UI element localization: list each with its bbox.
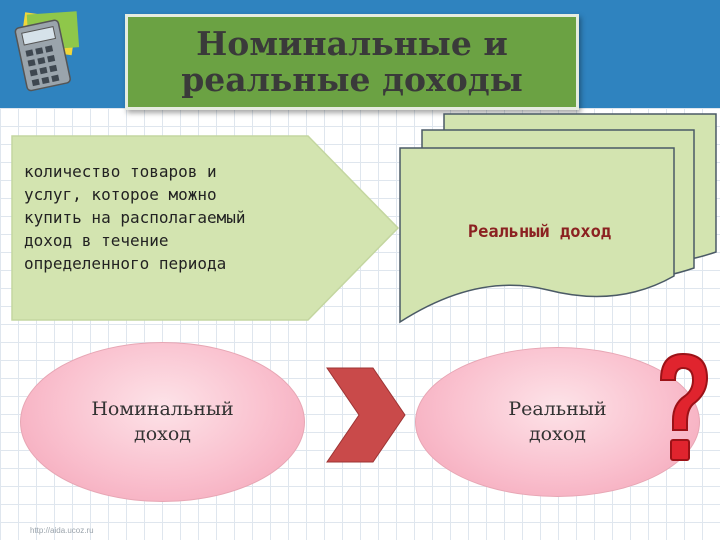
document-label: Реальный доход [467, 222, 612, 242]
oval-text: доход [134, 423, 191, 445]
footer-url: http://aida.ucoz.ru [30, 526, 94, 535]
definition-line: количество товаров и [24, 162, 217, 181]
title-line-1: Номинальные и [196, 24, 508, 64]
document-stack-shape [399, 113, 717, 324]
oval-text: доход [528, 423, 586, 445]
title-box [125, 14, 579, 110]
title-line-2: реальные доходы [181, 60, 523, 99]
chevron-right-icon [326, 367, 406, 463]
definition-line: услуг, которое можно [24, 185, 217, 204]
definition-line: определенного периода [24, 254, 227, 273]
oval-text: Номинальный [91, 398, 234, 421]
definition-arrow-shape [11, 135, 400, 321]
real-income-oval: Реальный доход [415, 347, 700, 497]
definition-line: купить на располагаемый [24, 208, 246, 227]
calculator-icon [14, 11, 80, 92]
question-mark-icon [659, 352, 709, 461]
definition-text: количество товаров и услуг, которое можн… [24, 160, 364, 275]
definition-line: доход в течение [24, 231, 169, 250]
oval-text: Реальный [508, 398, 607, 421]
page-title: Номинальные и реальные доходы [125, 14, 579, 110]
nominal-income-oval: Номинальный доход [20, 342, 305, 502]
